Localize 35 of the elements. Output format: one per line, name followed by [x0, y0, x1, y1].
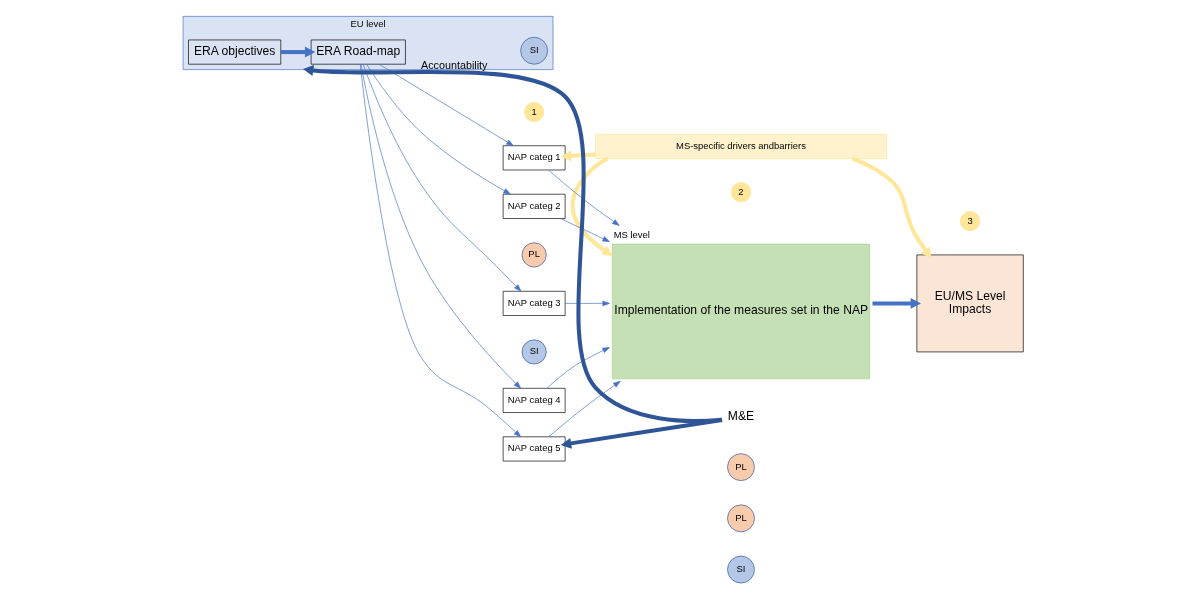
arrow	[546, 347, 610, 389]
node-box: NAP categ 4	[502, 387, 566, 413]
node-box: NAP categ 1	[502, 145, 566, 171]
arrow	[872, 297, 922, 309]
node-circle: SI	[727, 555, 755, 584]
node-circle: PL	[727, 504, 755, 533]
node-circle: 1	[524, 101, 545, 123]
arrow	[548, 169, 620, 226]
arrow	[560, 218, 610, 242]
node-label: MS level	[613, 228, 650, 240]
node-circle: SI	[521, 339, 547, 365]
arrow	[851, 156, 932, 259]
arrow	[570, 156, 613, 256]
node-box: EU/MS Level Impacts	[916, 254, 1024, 353]
arrow	[548, 380, 621, 437]
arrow	[560, 150, 596, 162]
arrow	[378, 63, 514, 147]
arrow	[280, 46, 316, 58]
node-circle: 2	[730, 182, 752, 203]
node-box: NAP categ 2	[502, 193, 566, 219]
node-text: M&E	[727, 409, 755, 424]
node-box: NAP categ 5	[502, 436, 566, 462]
arrow	[564, 300, 610, 307]
node-circle: 3	[959, 211, 981, 232]
edge-label: Accountability	[421, 58, 488, 71]
node-box: NAP categ 3	[502, 290, 566, 316]
arrow	[362, 64, 522, 292]
node-circle: PL	[727, 453, 755, 481]
node-circle: SI	[520, 36, 548, 65]
arrow	[366, 64, 511, 195]
node-circle: PL	[521, 242, 547, 268]
node-box: ERA objectives	[188, 39, 282, 65]
node-box: MS-specific drivers andbarriers	[595, 133, 887, 159]
arrow	[560, 418, 723, 449]
node-box: ERA Road-map	[310, 39, 406, 65]
